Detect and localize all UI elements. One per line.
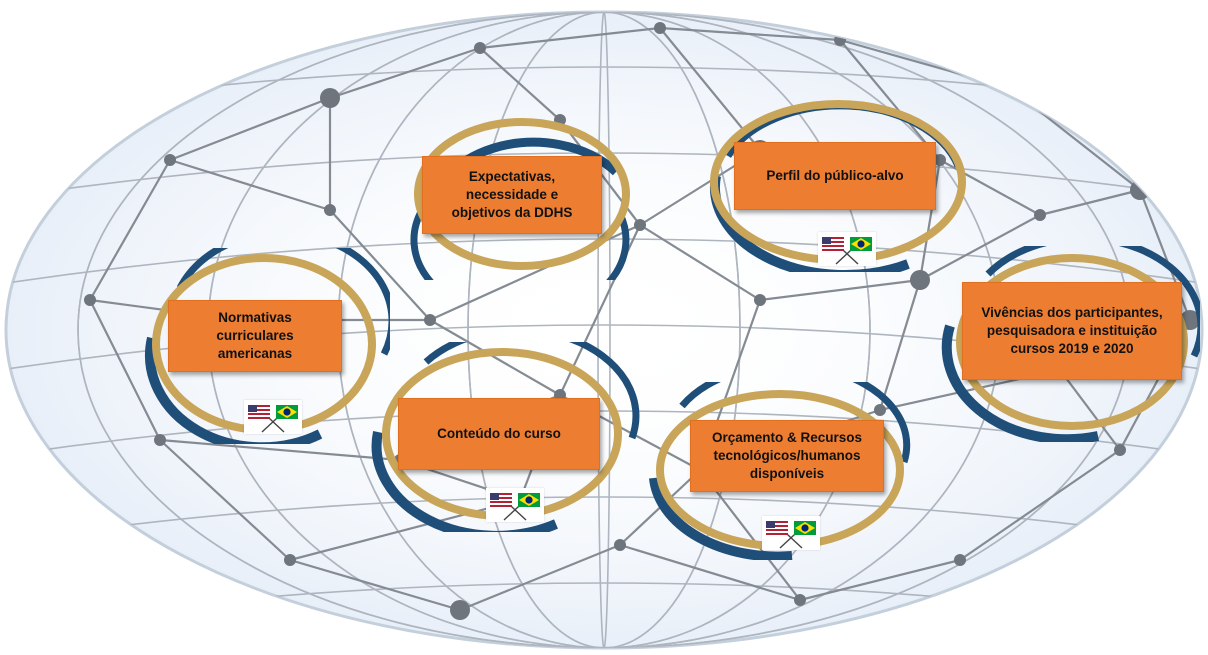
network-node [614,539,626,551]
network-node [754,294,766,306]
node-label-box: Expectativas, necessidade e objetivos da… [422,156,602,234]
network-node [794,594,806,606]
node-label-box: Conteúdo do curso [398,398,600,470]
node-perfil: Perfil do público-alvo [698,96,974,272]
network-link [878,279,922,411]
node-label-line: Normativas [218,309,292,325]
network-link [329,209,431,321]
node-label-box: Perfil do público-alvo [734,142,936,210]
network-node [474,42,486,54]
node-expectativas: Expectativas, necessidade e objetivos da… [398,112,634,280]
network-link [459,543,621,612]
node-label-line: americanas [217,346,293,362]
network-node [1004,82,1016,94]
network-node [424,314,436,326]
network-link [659,26,841,42]
network-link [159,438,401,462]
flags-badge [244,400,302,434]
node-label-line: tecnológicos/humanos [713,447,861,463]
node-label-line: pesquisadora e instituição [986,322,1158,338]
ring-icon [941,246,1200,442]
network-node [450,600,470,620]
network-node [84,294,96,306]
brazil-flag-icon [850,237,872,251]
network-node [954,554,966,566]
node-label-box: Orçamento & Recursos tecnológicos/humano… [690,420,884,492]
node-normativas: Normativas curriculares americanas [140,248,390,444]
network-link [289,558,461,612]
network-link [479,47,561,121]
usa-flag-icon [766,521,788,535]
flags-badge [486,488,544,522]
node-label-line: Conteúdo do curso [437,425,561,441]
brazil-flag-icon [276,405,298,419]
node-label-line: Vivências dos participantes, [981,304,1163,320]
network-node [634,219,646,231]
node-label-line: Perfil do público-alvo [766,167,904,183]
flags-badge [818,232,876,266]
usa-flag-icon [822,237,844,251]
network-link [479,26,661,50]
node-label-box: Normativas curriculares americanas [168,300,342,372]
node-label-line: disponíveis [749,466,825,482]
node-label-line: necessidade e [465,186,559,202]
globe-meridian [597,12,611,648]
network-link [429,319,561,396]
network-link [289,498,521,562]
network-node [654,22,666,34]
network-link [799,558,961,602]
network-link [1059,369,1121,451]
network-link [759,278,921,302]
network-node [284,554,296,566]
node-label-line: Orçamento & Recursos [711,429,863,445]
network-node [320,88,340,108]
network-link [329,46,481,100]
usa-flag-icon [490,493,512,507]
node-conteudo: Conteúdo do curso [366,342,640,532]
network-link [89,299,161,441]
node-label-line: Expectativas, [468,168,556,184]
network-link [159,439,291,561]
node-label-line: objetivos da DDHS [451,205,573,221]
network-link [918,159,942,281]
node-orcamento: Orçamento & Recursos tecnológicos/humano… [642,382,918,560]
usa-flag-icon [248,405,270,419]
network-link [169,96,331,162]
node-vivencias: Vivências dos participantes, pesquisador… [938,246,1200,442]
network-node [874,404,886,416]
globe-parallel [6,496,1202,543]
network-node [1034,209,1046,221]
node-label-line: cursos 2019 e 2020 [1010,341,1134,357]
network-link [919,214,1041,281]
network-node [154,434,166,446]
network-node [934,154,946,166]
network-node [910,270,930,290]
network-link [639,224,761,301]
network-link [839,39,941,161]
brazil-flag-icon [794,521,816,535]
node-label-box: Vivências dos participantes, pesquisador… [962,282,1182,380]
brazil-flag-icon [518,493,540,507]
network-node [164,154,176,166]
network-link [1039,188,1141,217]
network-node [1130,180,1150,200]
network-link [169,158,331,212]
globe-meridian [467,12,741,648]
node-label-line: curriculares [216,327,294,343]
network-node [324,204,336,216]
flags-badge [762,516,820,550]
network-node [1114,444,1126,456]
network-link [959,449,1121,561]
network-link [619,543,801,602]
network-link [89,159,171,301]
